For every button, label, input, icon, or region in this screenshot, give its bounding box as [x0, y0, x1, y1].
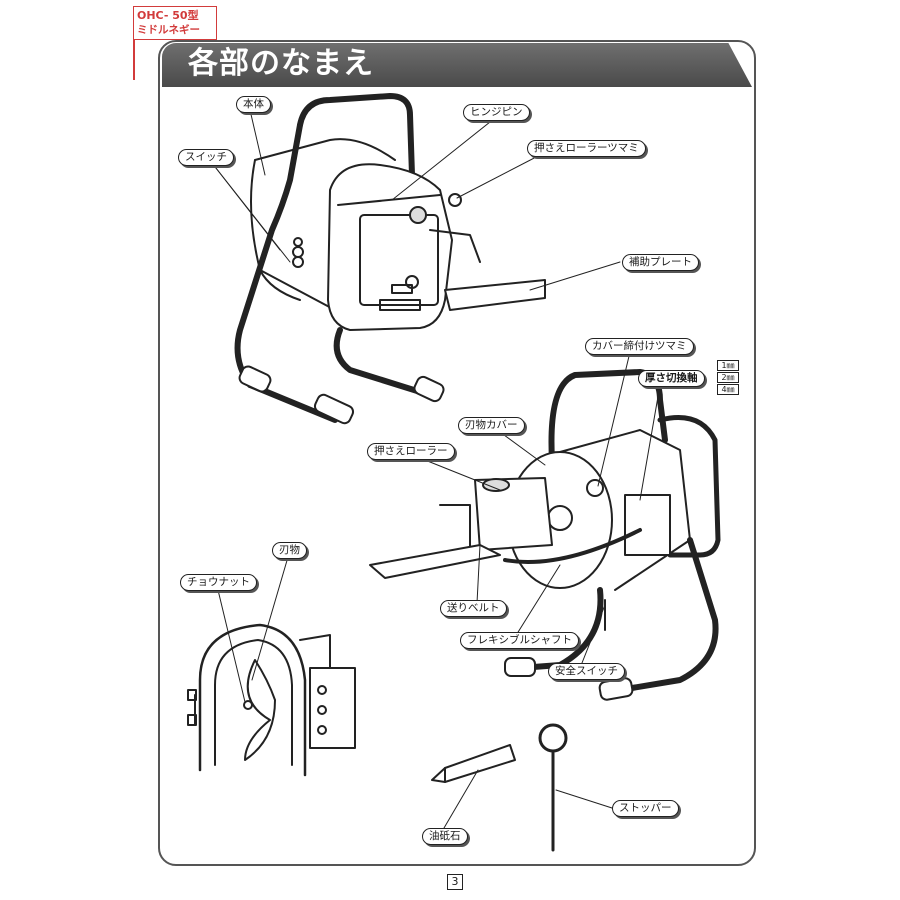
label-flexible-shaft: フレキシブルシャフト	[460, 632, 579, 649]
model-name: ミドルネギー	[137, 24, 200, 36]
label-wing-nut: チョウナット	[180, 574, 257, 591]
whetstone-illustration	[431, 744, 516, 829]
machine-rear-illustration	[369, 369, 721, 701]
label-cover-knob: カバー締付けツマミ	[585, 338, 694, 355]
page-number: 3	[447, 874, 463, 890]
label-aux-plate: 補助プレート	[622, 254, 699, 271]
thickness-scale: 1㎜ 2㎜ 4㎜	[717, 360, 739, 396]
thickness-2mm: 2㎜	[717, 372, 739, 383]
stopper-illustration	[538, 723, 613, 852]
thickness-4mm: 4㎜	[717, 384, 739, 395]
page-title: 各部のなまえ	[188, 46, 374, 81]
label-stopper: ストッパー	[612, 800, 679, 817]
tag-rule	[133, 40, 135, 80]
label-feed-belt: 送りベルト	[440, 600, 507, 617]
label-whetstone: 油砥石	[422, 828, 468, 845]
page-frame	[158, 40, 756, 866]
label-press-roller: 押さえローラー	[367, 443, 455, 460]
blade-closeup-illustration	[187, 623, 356, 777]
label-hinge-pin: ヒンジピン	[463, 104, 530, 121]
machine-front-illustration	[234, 93, 546, 425]
title-banner	[162, 43, 752, 87]
thickness-1mm: 1㎜	[717, 360, 739, 371]
label-switch: スイッチ	[178, 149, 234, 166]
model-tag: OHC- 50型 ミドルネギー	[133, 6, 217, 40]
label-body: 本体	[236, 96, 271, 113]
label-press-roller-knob: 押さえローラーツマミ	[527, 140, 646, 157]
model-number: OHC- 50型	[137, 9, 199, 22]
label-thickness-shaft: 厚さ切換軸	[638, 370, 705, 387]
label-blade: 刃物	[272, 542, 307, 559]
label-blade-cover: 刃物カバー	[458, 417, 525, 434]
label-safety-switch: 安全スイッチ	[548, 663, 625, 680]
